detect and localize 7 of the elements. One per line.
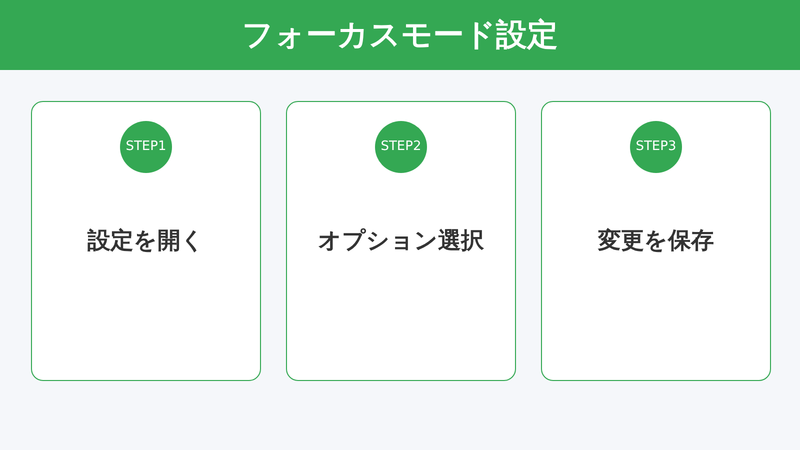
step-title: 設定を開く <box>88 227 204 256</box>
title: フォーカスモード設定 <box>242 16 558 55</box>
step-title: 変更を保存 <box>598 227 714 256</box>
step-card <box>31 101 261 381</box>
step-card <box>286 101 516 381</box>
step-title: オプション選択 <box>318 227 484 256</box>
step-card <box>541 101 771 381</box>
